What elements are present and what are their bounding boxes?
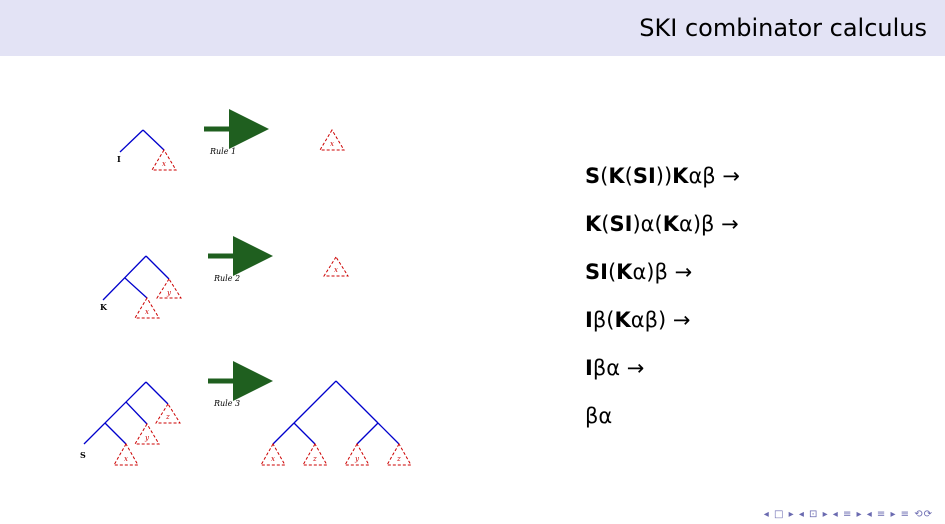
- title-bar: SKI combinator calculus: [0, 0, 945, 56]
- derivation-step-6: βα: [585, 404, 613, 428]
- rule-2-tree: K x y: [100, 255, 182, 319]
- rule-1-arrow: Rule 1: [204, 109, 269, 156]
- rule-3-leaf-z: z: [165, 413, 170, 421]
- derivation-step-2: K(SI)α(Kα)β →: [585, 212, 739, 236]
- rule-2-root-label: K: [100, 302, 108, 312]
- rule-1-root-label: I: [117, 154, 121, 164]
- rule-3-result-leaf-y: y: [354, 455, 360, 463]
- rule-3-root-label: S: [80, 450, 86, 460]
- rule-3-result: x z y z: [260, 380, 412, 466]
- rule-3-arrow: Rule 3: [208, 361, 273, 408]
- ski-rules-diagram: I x Rule 1 x K x y Rule 2 x S x: [80, 109, 412, 466]
- derivation-step-3: SI(Kα)β →: [585, 260, 693, 284]
- slide-navigation-controls[interactable]: ◂ □ ▸ ◂ ⊡ ▸ ◂ ≡ ▸ ◂ ≡ ▸ ≡ ⟲⟳: [763, 509, 933, 520]
- rule-2-leaf-y: y: [166, 289, 172, 297]
- rule-1-result-leaf-x: x: [330, 140, 334, 148]
- rule-2-arrow: Rule 2: [208, 236, 273, 283]
- rule-1-tree: I x: [117, 129, 177, 171]
- rule-2-result: x: [323, 256, 349, 277]
- rule-1-leaf-x: x: [162, 160, 166, 168]
- rule-3-result-leaf-z1: z: [312, 455, 317, 463]
- slide-title: SKI combinator calculus: [639, 14, 927, 42]
- rule-2-result-leaf-x: x: [334, 266, 338, 274]
- rule-1-label: Rule 1: [209, 147, 236, 156]
- rule-2-label: Rule 2: [213, 274, 240, 283]
- rule-2-leaf-x: x: [145, 308, 149, 316]
- derivation-step-1: S(K(SI))Kαβ →: [585, 164, 740, 188]
- rule-3-result-leaf-x: x: [271, 455, 275, 463]
- rule-3-label: Rule 3: [213, 399, 240, 408]
- rule-3-leaf-x: x: [124, 455, 128, 463]
- derivation-step-4: Iβ(Kαβ) →: [585, 308, 691, 332]
- rule-3-leaf-y: y: [144, 434, 150, 442]
- rule-1-result: x: [319, 129, 345, 151]
- derivation-step-5: Iβα →: [585, 356, 645, 380]
- rule-3-result-leaf-z2: z: [396, 455, 401, 463]
- rule-3-tree: S x y z: [80, 381, 181, 466]
